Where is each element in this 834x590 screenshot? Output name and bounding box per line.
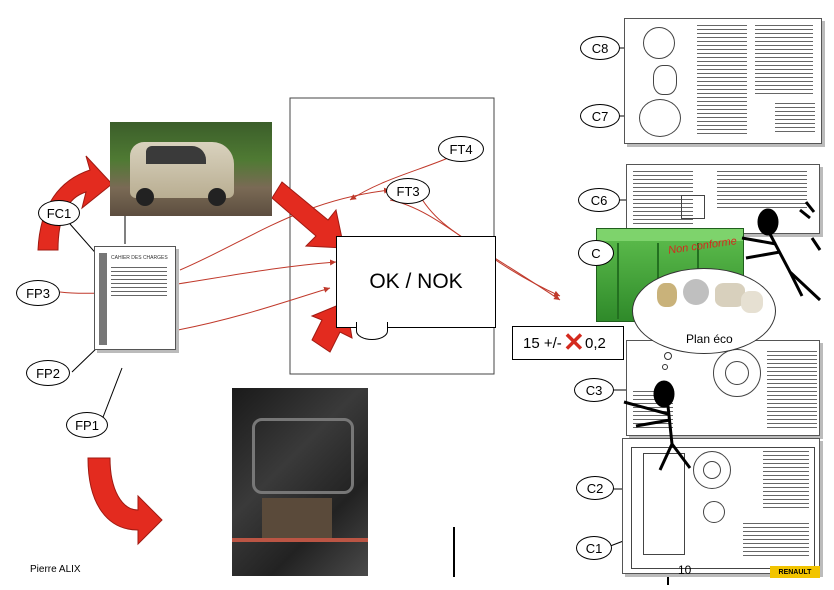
oval-partial bbox=[356, 322, 388, 340]
strike-cross: ✕ bbox=[563, 327, 585, 357]
node-c5: C bbox=[578, 240, 614, 266]
node-c2: C2 bbox=[576, 476, 614, 500]
test-photo bbox=[232, 388, 368, 576]
drawing-c8-c7 bbox=[624, 18, 822, 144]
node-c8: C8 bbox=[580, 36, 620, 60]
tolerance-label: 15 +/- bbox=[523, 335, 562, 352]
drawing-c2-c1 bbox=[622, 438, 820, 574]
node-ft3: FT3 bbox=[386, 178, 430, 204]
plan-label: Plan éco bbox=[686, 332, 733, 346]
node-c1: C1 bbox=[576, 536, 612, 560]
logo-text: RENAULT bbox=[778, 568, 812, 576]
car-photo bbox=[110, 122, 272, 216]
drawing-c3 bbox=[626, 340, 820, 436]
author: Pierre ALIX bbox=[30, 564, 81, 575]
page-number: 10 bbox=[678, 563, 692, 577]
red-arrow-ft3 bbox=[271, 181, 345, 249]
node-fc1: FC1 bbox=[38, 200, 80, 226]
node-c6: C6 bbox=[578, 188, 620, 212]
renault-logo: RENAULT bbox=[770, 566, 820, 578]
node-fp1: FP1 bbox=[66, 412, 108, 438]
node-fp2: FP2 bbox=[26, 360, 70, 386]
curved-red-arrow-bottom bbox=[87, 457, 163, 546]
tolerance-value: 0,2 bbox=[585, 335, 606, 352]
node-c3: C3 bbox=[574, 378, 614, 402]
ok-nok-label: OK / NOK bbox=[369, 270, 463, 293]
doc-title: CAHIER DES CHARGES bbox=[111, 255, 168, 261]
node-c7: C7 bbox=[580, 104, 620, 128]
ok-nok-box: OK / NOK bbox=[336, 236, 496, 328]
plan-cloud bbox=[632, 268, 776, 354]
drawing-c6 bbox=[626, 164, 820, 234]
tolerance-box: 15 +/- 0,2 ✕ bbox=[512, 326, 624, 360]
spec-document: CAHIER DES CHARGES bbox=[94, 246, 176, 350]
node-ft4: FT4 bbox=[438, 136, 484, 162]
node-fp3: FP3 bbox=[16, 280, 60, 306]
